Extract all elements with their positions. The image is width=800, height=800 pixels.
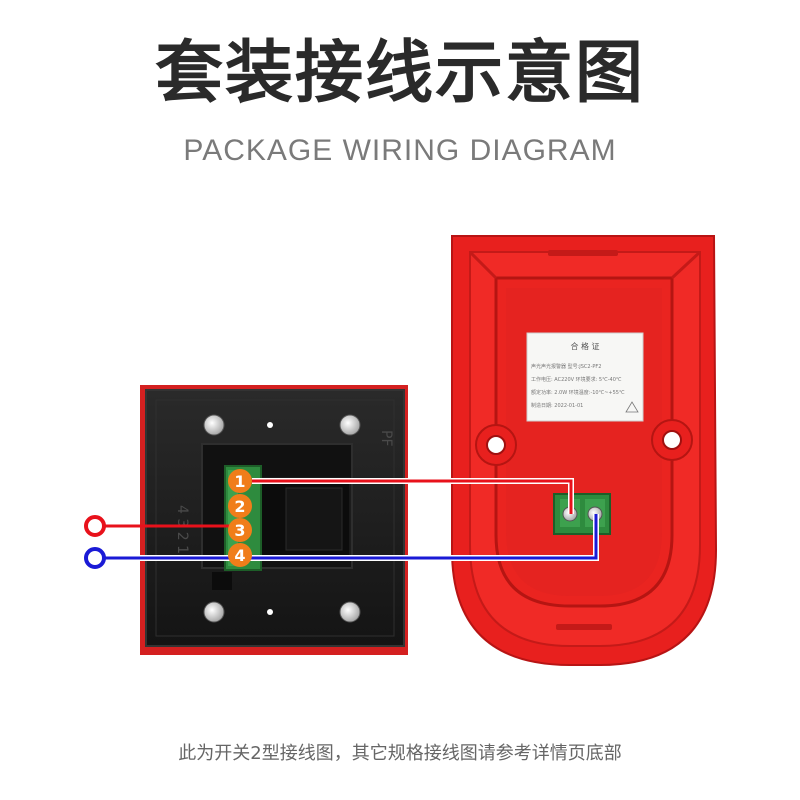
label-line: 工作电压: AC220V 环境要求: 5℃-40℃ <box>531 376 622 383</box>
mount-hole-left <box>475 424 517 466</box>
svg-text:4: 4 <box>234 546 245 565</box>
alarm-terminal-block <box>553 493 611 535</box>
footnote: 此为开关2型接线图，其它规格接线图请参考详情页底部 <box>178 743 622 764</box>
wire-red-alarm <box>252 479 573 514</box>
warning-icon <box>625 401 639 413</box>
product-label: 合 格 证 声光声光报警器 型号:JSC2-PF2 工作电压: AC220V 环… <box>526 332 644 422</box>
led-dot <box>267 609 273 615</box>
wire-endpoint-icon <box>84 515 106 537</box>
terminal-badge-4: 4 <box>228 543 252 567</box>
alarm-housing <box>451 235 718 666</box>
switch-panel: 4 3 2 1 PF <box>140 385 408 655</box>
page-subtitle: PACKAGE WIRING DIAGRAM <box>183 134 617 167</box>
svg-text:1: 1 <box>234 472 245 491</box>
terminal-number-marks: 4 3 2 1 <box>174 505 190 554</box>
panel-code-mark: PF <box>378 430 394 447</box>
label-line: 额定功率: 2.0W 环境温度:-10℃~+55℃ <box>531 389 625 396</box>
page-title: 套装接线示意图 <box>154 34 645 113</box>
label-title: 合 格 证 <box>570 341 599 351</box>
screw-icon <box>339 414 361 436</box>
terminal-badge-1: 1 <box>228 469 252 493</box>
screw-icon <box>203 414 225 436</box>
label-line: 声光声光报警器 型号:JSC2-PF2 <box>531 363 601 370</box>
wires <box>84 478 599 569</box>
wire-blue <box>96 514 598 560</box>
wire-endpoint-icon <box>84 547 106 569</box>
label-line: 制造日期: 2022-01-01 <box>531 402 583 409</box>
terminal-badge-2: 2 <box>228 494 252 518</box>
screw-icon <box>339 601 361 623</box>
svg-text:2: 2 <box>234 497 245 516</box>
terminal-badges: 1 2 3 4 <box>228 469 252 567</box>
mount-hole-right <box>651 419 693 461</box>
led-dot <box>267 422 273 428</box>
svg-text:3: 3 <box>234 521 245 540</box>
screw-icon <box>203 601 225 623</box>
terminal-badge-3: 3 <box>228 518 252 542</box>
